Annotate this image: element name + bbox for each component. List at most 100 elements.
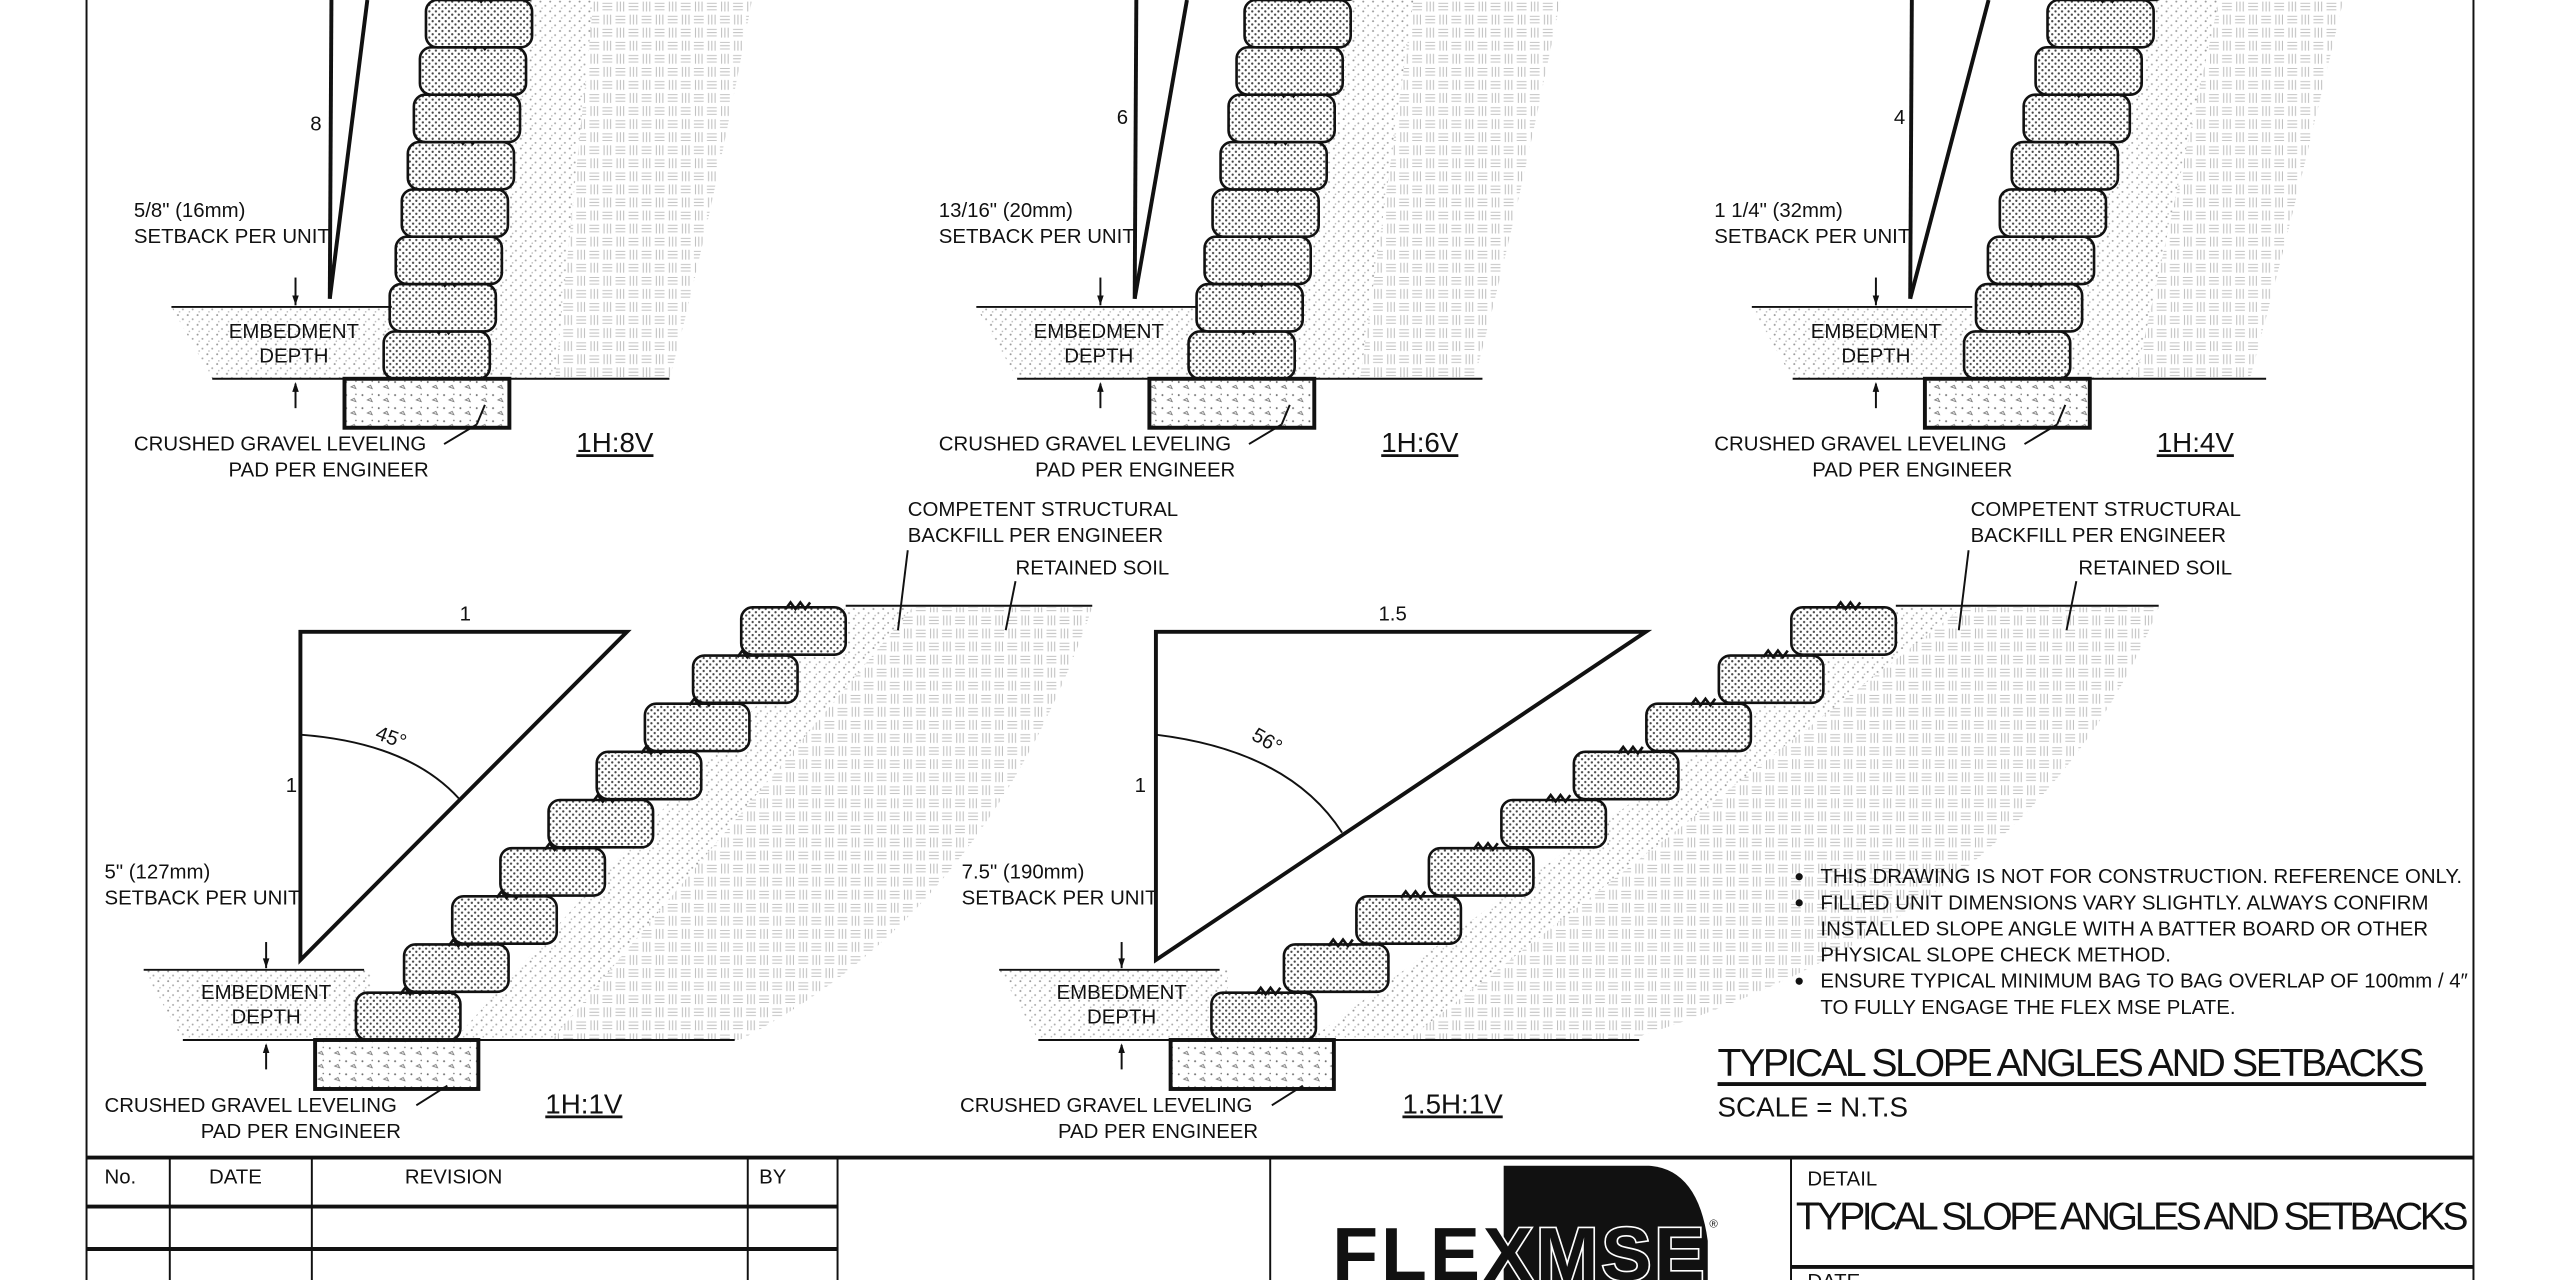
pad-label: CRUSHED GRAVEL LEVELING: [134, 434, 426, 456]
structural-backfill: [2062, 0, 2220, 379]
backfill-label: COMPETENT STRUCTURAL: [908, 499, 1178, 521]
pad-label-2: PAD PER ENGINEER: [1058, 1121, 1258, 1143]
wall-unit: [402, 943, 510, 994]
embedment-soil: [999, 969, 1228, 1040]
slope-ratio: 1H:4V: [2157, 427, 2235, 458]
wall-unit: [739, 606, 848, 656]
pad-label: CRUSHED GRAVEL LEVELING: [939, 434, 1231, 456]
rise-label: 1: [1135, 775, 1146, 797]
dimension-arrow: [292, 382, 299, 392]
setback-value: 1 1/4" (32mm): [1714, 200, 1843, 222]
leveling-pad: [1147, 376, 1317, 430]
wall-unit: [1986, 235, 2096, 286]
pad-leader: [1271, 1084, 1304, 1107]
pad-label-2: PAD PER ENGINEER: [229, 460, 429, 482]
pad-leader: [2023, 423, 2058, 445]
backfill-label-2: BACKFILL PER ENGINEER: [1971, 525, 2226, 547]
wall-unit: [406, 140, 516, 191]
connector-plate: [1689, 696, 1717, 708]
angle-arc: [300, 733, 460, 800]
structural-backfill: [1309, 607, 1963, 1040]
scale-label: SCALE = N.T.S: [1718, 1092, 1908, 1123]
wall-unit: [1427, 846, 1535, 897]
note-2: FILLED UNIT DIMENSIONS VARY SLIGHTLY. AL…: [1820, 892, 2428, 914]
wall-unit: [1210, 991, 1318, 1042]
depth-label: DEPTH: [232, 1007, 301, 1029]
wall-unit: [1717, 654, 1825, 705]
wall-unit: [394, 235, 504, 286]
wall-unit: [2022, 93, 2132, 144]
panel-1h8v: 8 5/8" (16mm) SETBACK PER UNIT EMBEDMENT…: [134, 114, 654, 482]
general-notes: THIS DRAWING IS NOT FOR CONSTRUCTION. RE…: [1795, 866, 2468, 1019]
pad-label-2: PAD PER ENGINEER: [1035, 460, 1235, 482]
retained-soil-label: RETAINED SOIL: [1016, 558, 1170, 580]
wall-unit: [595, 750, 703, 801]
revision-by-header: BY: [759, 1167, 787, 1189]
drawing-title: TYPICAL SLOPE ANGLES AND SETBACKS: [1718, 1042, 2425, 1085]
wall-unit: [450, 895, 559, 945]
wall-unit: [2010, 140, 2120, 191]
wall-unit: [1355, 895, 1463, 945]
connector-plate: [1399, 889, 1427, 901]
triangle-vertical: [1132, 0, 1139, 299]
backfill-label: COMPETENT STRUCTURAL: [1971, 499, 2241, 521]
wall-unit: [1500, 798, 1608, 849]
slope-triangle: [1153, 629, 1653, 964]
connector-plate: [1254, 985, 1282, 997]
embedment-soil: [1751, 306, 1973, 379]
dimension-arrow: [262, 1043, 270, 1054]
pad-leader: [1248, 423, 1283, 445]
run-label: 1.5: [1378, 603, 1406, 625]
panel-1h4v: 4 1 1/4" (32mm) SETBACK PER UNIT EMBEDME…: [1714, 107, 2234, 482]
triangle-vertical: [1908, 0, 1914, 299]
dimension-arrow: [1872, 295, 1880, 306]
pad-leader: [415, 1084, 448, 1107]
wall-unit: [2034, 46, 2144, 96]
setback-label: SETBACK PER UNIT: [1714, 226, 1910, 248]
structural-backfill: [481, 0, 594, 379]
backfill-leader: [896, 550, 909, 631]
depth-label: DEPTH: [1841, 345, 1910, 367]
angle-arc: [1155, 733, 1343, 834]
wall-unit: [354, 991, 462, 1042]
note-3: ENSURE TYPICAL MINIMUM BAG TO BAG OVERLA…: [1820, 971, 2467, 993]
pad-leader: [2056, 404, 2067, 425]
date-label: DATE: [1807, 1271, 1860, 1280]
leveling-pad: [342, 376, 512, 430]
wall-unit: [400, 188, 510, 239]
rise-label: 6: [1117, 107, 1128, 129]
wall-unit: [2046, 0, 2155, 49]
rise-label: 8: [310, 114, 321, 136]
panel-1-5h1v: 1.5 1 56° 7.5" (190mm) SETBACK PER UNIT …: [960, 499, 2241, 1143]
note-2-cont: INSTALLED SLOPE ANGLE WITH A BATTER BOAR…: [1820, 919, 2428, 941]
triangle-hypotenuse: [327, 0, 370, 300]
retained-leader: [2065, 581, 2078, 631]
leveling-pad: [1922, 376, 2092, 430]
triangle-hypotenuse: [1908, 0, 1991, 300]
flexmse-logo: FLEXMSE ®: [1331, 1165, 1718, 1280]
wall-unit: [1235, 46, 1345, 96]
backfill-label-2: BACKFILL PER ENGINEER: [908, 525, 1163, 547]
wall-unit: [1211, 188, 1321, 239]
detail-title: TYPICAL SLOPE ANGLES AND SETBACKS: [1796, 1195, 2469, 1238]
pad-leader: [1280, 404, 1291, 425]
pad-label-2: PAD PER ENGINEER: [201, 1121, 401, 1143]
pad-leader: [443, 423, 478, 445]
connector-plate: [1762, 648, 1789, 660]
setback-label: SETBACK PER UNIT: [104, 887, 300, 909]
backfill-leader: [1957, 550, 1970, 631]
slope-ratio: 1H:8V: [576, 427, 654, 458]
wall-unit: [1790, 606, 1898, 656]
dimension-arrow: [1118, 1043, 1125, 1054]
embedment-label: EMBEDMENT: [229, 321, 359, 343]
wall-unit: [412, 93, 522, 144]
depth-label: DEPTH: [1087, 1007, 1156, 1029]
wall-unit: [547, 798, 655, 849]
wall-unit: [1572, 750, 1680, 801]
wall-unit: [424, 0, 534, 49]
connector-plate: [1834, 600, 1862, 612]
title-block: No. DATE REVISION BY FLEXMSE ® DETAIL TY…: [86, 1155, 2474, 1280]
depth-label: DEPTH: [259, 345, 328, 367]
pad-label-2: PAD PER ENGINEER: [1812, 460, 2012, 482]
